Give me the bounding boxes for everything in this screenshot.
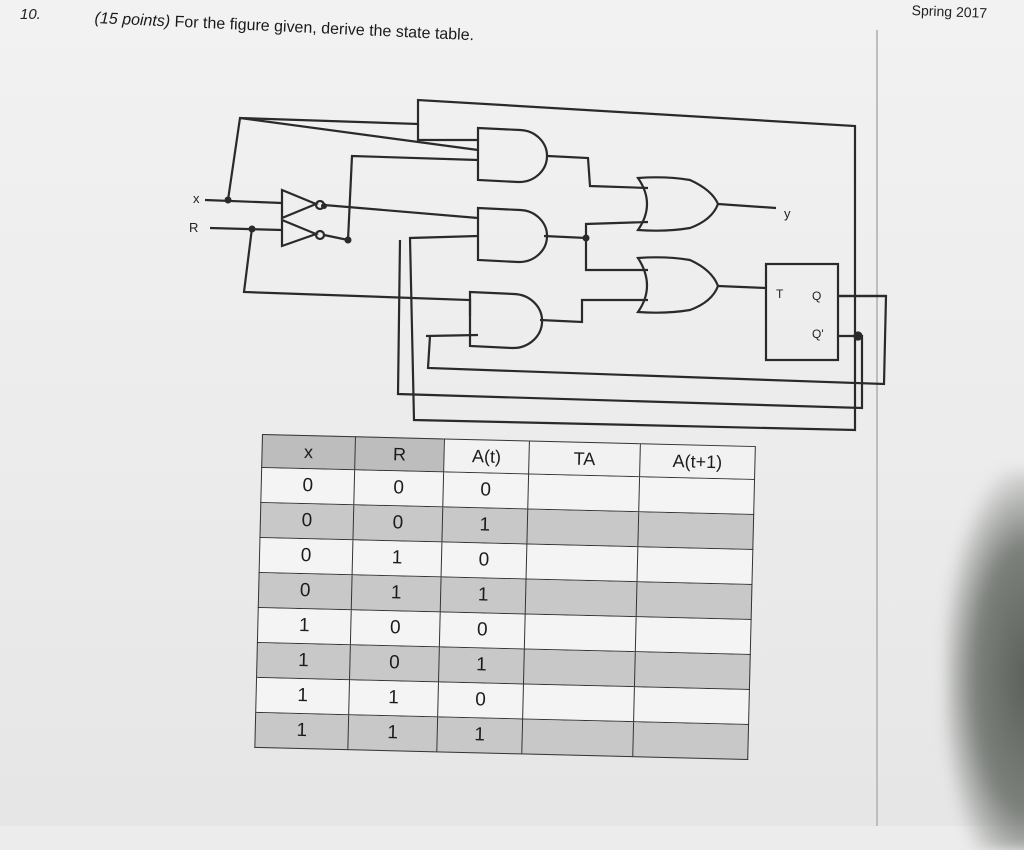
- cell-r: 0: [353, 470, 444, 508]
- and-gate-bottom: [468, 290, 544, 350]
- question-number: 10.: [20, 6, 41, 23]
- label-qbar: Q': [812, 327, 824, 341]
- header-x: x: [261, 434, 355, 471]
- cell-at1[interactable]: [632, 722, 750, 760]
- label-y: y: [784, 206, 791, 221]
- cell-at1[interactable]: [634, 617, 752, 656]
- state-table: x R A(t) TA A(t+1) 0 0 0 0 0 1 0: [254, 434, 771, 760]
- header-at: A(t): [443, 438, 529, 475]
- cell-ta[interactable]: [522, 649, 635, 688]
- cell-r: 1: [348, 680, 438, 718]
- cell-ta[interactable]: [525, 544, 638, 583]
- t-flip-flop: [764, 262, 840, 362]
- label-r: R: [189, 220, 198, 235]
- cell-x: 0: [257, 572, 352, 611]
- table-body: 0 0 0 0 0 1 0 1 0 0 1: [254, 467, 771, 760]
- and-gate-middle: [476, 206, 549, 264]
- header-at1: A(t+1): [639, 443, 756, 481]
- and-gate-top: [476, 126, 549, 184]
- cell-r: 1: [347, 715, 438, 753]
- logic-circuit-diagram: x R y T Q Q': [189, 98, 888, 432]
- cell-at: 1: [439, 577, 526, 615]
- cell-ta[interactable]: [526, 509, 639, 548]
- cell-r: 0: [349, 610, 440, 648]
- cell-x: 1: [255, 677, 350, 716]
- cell-x: 0: [260, 467, 355, 506]
- header-ta: TA: [528, 440, 640, 478]
- cell-at: 0: [440, 542, 527, 580]
- or-gate-bottom: [635, 256, 720, 314]
- not-gate-x: [280, 188, 319, 220]
- cell-at1[interactable]: [637, 512, 755, 551]
- cell-x: 1: [256, 607, 351, 646]
- or-gate-top: [635, 176, 720, 232]
- cell-at: 1: [436, 717, 523, 755]
- cell-at: 0: [438, 612, 525, 650]
- not-gate-r: [280, 218, 320, 248]
- cell-at: 0: [437, 682, 523, 720]
- shadow: [944, 470, 1024, 850]
- cell-at: 0: [442, 472, 529, 510]
- cell-x: 0: [259, 502, 354, 541]
- wire-r-in: [209, 226, 283, 232]
- cell-r: 1: [351, 540, 442, 578]
- cell-x: 1: [256, 642, 350, 681]
- cell-r: 0: [352, 505, 443, 543]
- cell-r: 1: [350, 575, 441, 613]
- cell-at1[interactable]: [636, 547, 754, 586]
- cell-x: 1: [254, 712, 349, 751]
- cell-ta[interactable]: [527, 474, 640, 513]
- cell-at1[interactable]: [638, 477, 756, 516]
- wire-x-in: [204, 198, 283, 205]
- cell-at: 1: [441, 507, 528, 545]
- cell-at1[interactable]: [633, 687, 750, 725]
- cell-x: 0: [258, 537, 353, 576]
- cell-at1[interactable]: [635, 582, 753, 621]
- cell-ta[interactable]: [524, 579, 637, 618]
- label-t: T: [776, 287, 784, 301]
- cell-r: 0: [349, 645, 439, 683]
- cell-at1[interactable]: [633, 652, 751, 690]
- cell-ta[interactable]: [523, 614, 636, 653]
- cell-at: 1: [437, 647, 524, 685]
- cell-ta[interactable]: [521, 719, 634, 758]
- cell-ta[interactable]: [522, 684, 634, 723]
- header-r: R: [354, 436, 444, 473]
- label-q: Q: [812, 289, 821, 303]
- label-x: x: [193, 191, 200, 206]
- margin-line: [876, 30, 878, 826]
